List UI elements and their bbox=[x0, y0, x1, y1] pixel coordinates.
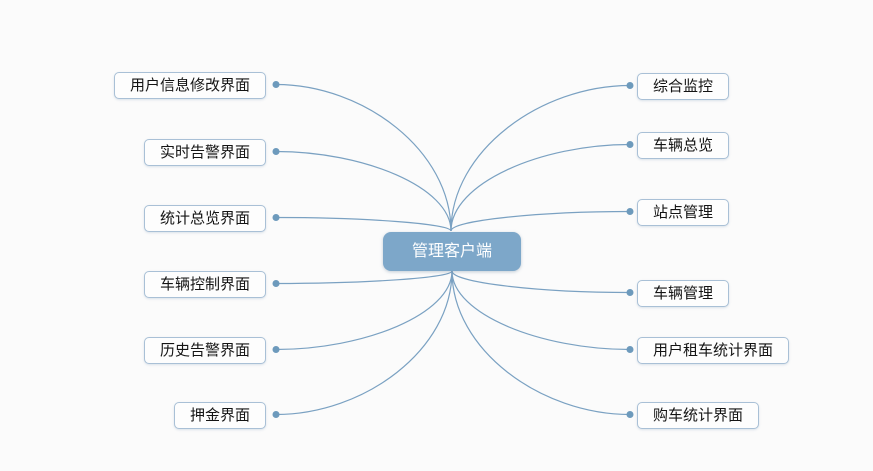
connector-dot-left-2 bbox=[272, 214, 280, 221]
mindmap-node-right-0[interactable]: 综合监控 bbox=[637, 73, 730, 100]
mindmap-node-right-3[interactable]: 车辆管理 bbox=[637, 280, 730, 307]
connector-curve-right-0 bbox=[450, 84, 631, 232]
mindmap-node-left-4[interactable]: 历史告警界面 bbox=[143, 337, 266, 364]
connector-dot-right-3 bbox=[626, 289, 634, 296]
connector-dot-left-5 bbox=[272, 411, 280, 418]
connector-dot-left-1 bbox=[272, 148, 280, 155]
connector-curve-left-1 bbox=[275, 150, 452, 232]
connector-dot-right-0 bbox=[626, 82, 634, 89]
mindmap-node-right-4[interactable]: 用户租车统计界面 bbox=[637, 337, 790, 364]
connector-curve-right-4 bbox=[451, 270, 631, 351]
mindmap-node-left-0[interactable]: 用户信息修改界面 bbox=[113, 72, 266, 99]
mindmap-node-right-5[interactable]: 购车统计界面 bbox=[637, 402, 760, 429]
central-node[interactable]: 管理客户端 bbox=[383, 232, 521, 271]
connector-dot-right-5 bbox=[626, 411, 634, 418]
connector-dot-left-4 bbox=[272, 346, 280, 353]
connector-curve-right-3 bbox=[451, 270, 631, 294]
connector-curve-left-2 bbox=[275, 216, 452, 232]
connector-dot-left-0 bbox=[272, 81, 280, 88]
connector-curve-right-2 bbox=[450, 210, 631, 232]
mindmap-node-left-1[interactable]: 实时告警界面 bbox=[143, 139, 266, 166]
connector-dot-right-4 bbox=[626, 346, 634, 353]
connector-curve-right-5 bbox=[451, 270, 631, 416]
connector-curve-right-1 bbox=[450, 143, 631, 232]
connector-dot-left-3 bbox=[272, 280, 280, 287]
mindmap-node-right-1[interactable]: 车辆总览 bbox=[637, 132, 730, 159]
connector-curve-left-4 bbox=[275, 270, 453, 351]
connector-curve-left-5 bbox=[275, 270, 453, 416]
mindmap-node-right-2[interactable]: 站点管理 bbox=[637, 199, 730, 226]
connector-curve-left-3 bbox=[275, 270, 453, 285]
mindmap-node-left-2[interactable]: 统计总览界面 bbox=[143, 205, 266, 232]
mindmap-node-left-5[interactable]: 押金界面 bbox=[173, 402, 266, 429]
connector-curve-left-0 bbox=[275, 83, 452, 232]
connector-dot-right-1 bbox=[626, 141, 634, 148]
mindmap-node-left-3[interactable]: 车辆控制界面 bbox=[143, 271, 266, 298]
connector-dot-right-2 bbox=[626, 208, 634, 215]
